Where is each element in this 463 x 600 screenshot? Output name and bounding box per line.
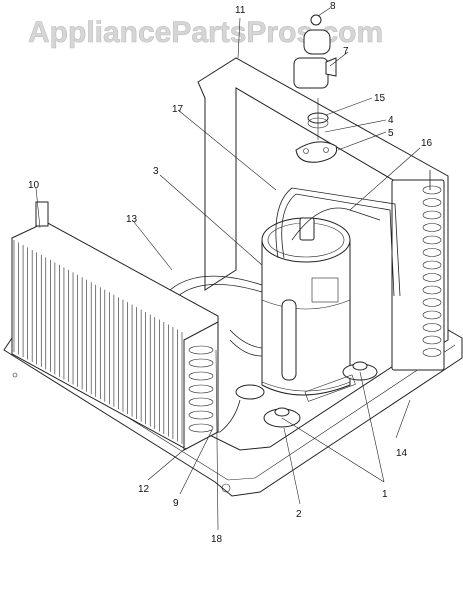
accumulator (281, 299, 297, 381)
callout-12: 12 (138, 484, 150, 495)
callout-4: 4 (388, 115, 394, 126)
coil-loop (422, 273, 442, 282)
callout-18: 18 (211, 534, 223, 545)
callout-11: 11 (235, 5, 246, 16)
coil-loop (422, 210, 442, 220)
tube-bend (188, 384, 214, 394)
callout-15: 15 (374, 93, 386, 104)
tube-bend (188, 358, 214, 368)
coil-loop (422, 323, 442, 332)
callout-8: 8 (330, 1, 336, 12)
callout-10: 10 (28, 180, 40, 191)
tube-bend (188, 397, 214, 407)
tube-bend (188, 371, 214, 381)
callout-labels: 11 8 7 15 4 5 17 16 3 13 10 14 1 2 12 9 … (28, 1, 433, 545)
coil-loop (422, 248, 442, 257)
callout-9: 9 (173, 498, 179, 509)
coil-loop (422, 223, 442, 232)
tube-bend (188, 410, 214, 420)
tube-bend (188, 345, 214, 355)
compressor (261, 217, 351, 396)
callout-14: 14 (396, 448, 408, 459)
coil-loop (422, 235, 442, 245)
leader-lines (35, 7, 421, 531)
coil-loop (422, 285, 442, 295)
callout-1: 1 (382, 489, 388, 500)
callout-3: 3 (153, 166, 159, 177)
callout-2: 2 (296, 509, 302, 520)
callout-17: 17 (172, 104, 184, 115)
refrigerant-tubing (169, 170, 431, 433)
coil-loop (422, 260, 442, 270)
coil-loop (422, 198, 442, 207)
coil-loop (422, 310, 442, 320)
reversing-valve-assembly (293, 14, 338, 163)
tube-bend (188, 423, 214, 433)
coil-loop (422, 348, 442, 357)
callout-16: 16 (421, 138, 433, 149)
coil-loop (422, 298, 442, 307)
callout-7: 7 (343, 46, 349, 57)
callout-5: 5 (388, 128, 394, 139)
callout-13: 13 (126, 214, 138, 225)
side-coil (391, 179, 445, 371)
coil-loop (422, 335, 442, 345)
coil-loop (422, 185, 442, 195)
